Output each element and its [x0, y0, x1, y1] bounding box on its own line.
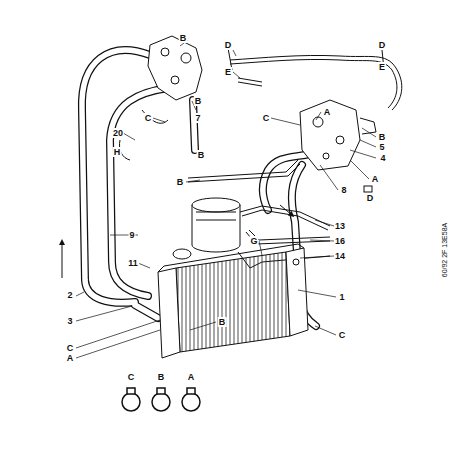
radiator: [158, 268, 180, 358]
callout-label: A: [66, 353, 75, 363]
thermostat-housing: [171, 76, 179, 84]
hose-fill: [110, 88, 168, 296]
callout-label: B: [194, 96, 203, 106]
callout-label: A: [371, 174, 380, 184]
callout-label: C: [127, 372, 136, 382]
metal-pipe: [238, 78, 262, 86]
thermostat-housing: [119, 36, 202, 160]
thermostat-housing: [161, 48, 169, 56]
callout-label: B: [179, 33, 188, 43]
flow-arrow: [62, 242, 63, 278]
outlet-housing: [228, 48, 384, 192]
metal-pipe: [230, 59, 397, 108]
callout-label: 9: [128, 230, 135, 240]
thermostat-housing: [181, 53, 191, 63]
expansion-tank: [173, 198, 240, 259]
hose-clamp: [157, 388, 165, 394]
callout-label: C: [338, 330, 347, 340]
expansion-tank: [173, 249, 191, 259]
radiator: [158, 244, 308, 358]
hose-clamp: [182, 393, 200, 411]
callout-label: D: [378, 40, 387, 50]
callout-label: C: [262, 113, 271, 123]
outlet-housing: [364, 186, 372, 192]
callout-label: 3: [66, 316, 73, 326]
callout-label: 2: [66, 290, 73, 300]
callout-label: 7: [194, 113, 201, 123]
hose-clamp: [122, 388, 200, 411]
metal-pipe: [246, 230, 330, 244]
callout-label: 4: [379, 153, 386, 163]
callout-label: D: [366, 193, 375, 203]
callout-label: B: [176, 177, 185, 187]
callout-label: 16: [334, 236, 346, 246]
metal-pipe: [240, 206, 330, 230]
callout-label: E: [378, 62, 386, 72]
hose-fill: [82, 50, 150, 303]
metal-pipe: [230, 55, 402, 110]
radiator: [158, 244, 304, 272]
callout-label: D: [224, 40, 233, 50]
callout-label: 14: [334, 251, 346, 261]
hose-clamp: [127, 388, 135, 394]
radiator: [293, 259, 299, 265]
metal-pipe: [188, 160, 300, 182]
expansion-tank: [196, 212, 236, 220]
leader-line: [186, 180, 334, 330]
expansion-tank: [192, 198, 240, 212]
callout-label: 11: [127, 258, 139, 268]
callout-label: B: [378, 132, 387, 142]
callout-label: 5: [378, 142, 385, 152]
callout-label: H: [113, 147, 122, 157]
leader-line: [76, 235, 336, 358]
outlet-housing: [228, 48, 384, 134]
callout-label: 13: [334, 221, 346, 231]
flow-arrow: [62, 205, 292, 278]
callout-label: 8: [340, 185, 347, 195]
expansion-tank: [192, 205, 240, 252]
hose-clamp: [187, 388, 195, 394]
outlet-housing: [313, 117, 323, 127]
callout-label: C: [144, 113, 153, 123]
callout-label: B: [218, 317, 227, 327]
hose-outline: [135, 305, 158, 318]
callout-label: A: [187, 372, 196, 382]
hose-fill: [135, 305, 158, 318]
callout-label: E: [224, 67, 232, 77]
metal-pipe: [188, 55, 402, 268]
outlet-housing: [300, 100, 360, 170]
flow-arrow: [280, 205, 292, 215]
hose-clamp: [122, 393, 140, 411]
callout-label: G: [249, 236, 258, 246]
callout-label: 20: [112, 128, 124, 138]
leader-line: [76, 40, 376, 358]
drawing-reference: 60/92 2F 13E58A: [440, 222, 450, 279]
outlet-housing: [336, 136, 344, 144]
radiator: [286, 248, 308, 336]
thermostat-housing: [148, 36, 202, 100]
outlet-housing: [323, 153, 329, 159]
hose-clamp: [152, 393, 170, 411]
callout-label: 1: [338, 292, 345, 302]
callout-label: C: [66, 343, 75, 353]
callout-label: B: [197, 150, 206, 160]
hose-outline: [110, 88, 168, 296]
radiator: [176, 252, 290, 352]
leader-line: [233, 50, 376, 190]
callout-label: A: [323, 107, 332, 117]
callout-label: B: [157, 372, 166, 382]
leader-line: [123, 40, 321, 155]
